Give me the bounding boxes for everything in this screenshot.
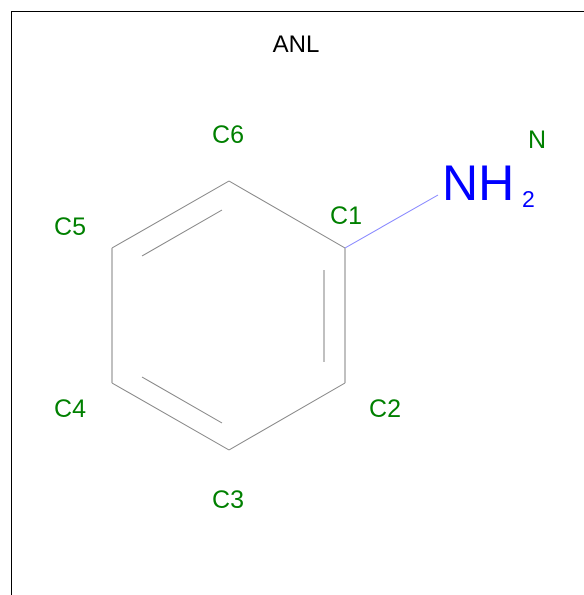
atom-label-c3: C3 — [212, 486, 244, 514]
atom-label-n: N — [528, 126, 546, 154]
bond-c2-c3 — [228, 382, 346, 451]
amine-group: NH — [442, 155, 514, 211]
atom-label-c5: C5 — [54, 213, 86, 241]
atom-label-c4: C4 — [54, 395, 86, 423]
bond-c5-c6 — [111, 180, 230, 249]
benzene-ring — [111, 180, 346, 451]
molecule-title: ANL — [273, 31, 320, 58]
bond-c1-n — [344, 194, 439, 249]
double-bond-c5-c6 — [141, 209, 223, 257]
double-bond-c3-c4 — [141, 376, 223, 424]
diagram-frame — [11, 11, 584, 595]
bond-c6-c1 — [228, 180, 346, 249]
amine-subscript: 2 — [522, 186, 535, 212]
amine-nh: NH — [442, 155, 514, 211]
bond-c3-c4 — [111, 382, 230, 451]
atom-label-c2: C2 — [369, 395, 401, 423]
atom-label-c1: C1 — [330, 202, 362, 230]
atom-label-c6: C6 — [212, 121, 244, 149]
